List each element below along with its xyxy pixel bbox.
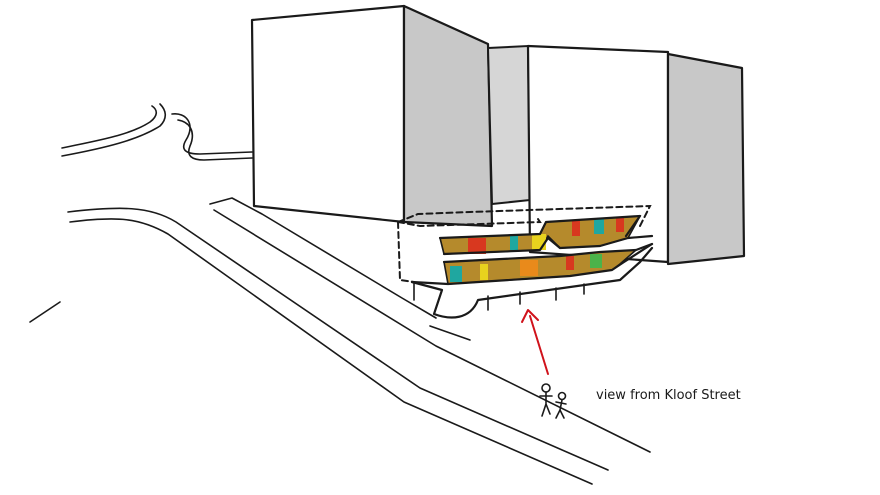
panel-teal xyxy=(510,236,518,250)
left-tower xyxy=(250,4,494,228)
view-label: view from Kloof Street xyxy=(596,388,741,403)
panel-green xyxy=(590,254,602,268)
panel-teal-3 xyxy=(450,266,462,282)
view-arrow xyxy=(521,309,549,375)
right-tower xyxy=(526,44,746,266)
foreground-road xyxy=(29,197,651,485)
panel-yellow-2 xyxy=(480,264,488,280)
panel-teal-2 xyxy=(594,218,604,234)
background-road xyxy=(61,103,253,161)
pedestrian-figures xyxy=(539,383,567,419)
panel-red-4 xyxy=(566,256,574,270)
tower-gap xyxy=(486,44,532,206)
panel-red-3 xyxy=(616,218,624,232)
panel-yellow xyxy=(532,234,546,250)
panel-red-2 xyxy=(572,220,580,236)
panel-orange xyxy=(520,260,538,276)
panel-red xyxy=(468,238,486,254)
podium-building xyxy=(397,204,654,319)
